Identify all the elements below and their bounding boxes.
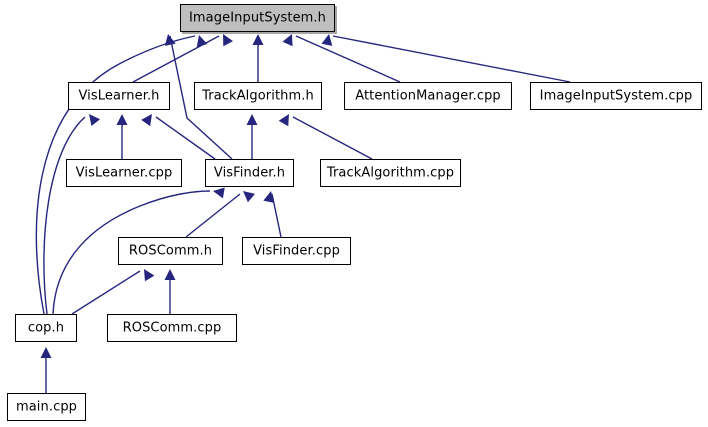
graph-node-label: VisLearner.cpp [75,165,173,180]
graph-node-trackalgorithm-cpp[interactable]: TrackAlgorithm.cpp [320,159,461,187]
dependency-edge [52,187,225,315]
dependency-edge [278,114,373,160]
dependency-edge [116,114,128,159]
graph-node-visfinder-cpp[interactable]: VisFinder.cpp [242,237,351,265]
graph-node-main-cpp[interactable]: main.cpp [7,393,86,421]
edge-arrowhead [116,114,128,125]
graph-node-label: VisFinder.cpp [253,243,340,258]
edge-arrowhead [252,34,264,45]
graph-node-label: ImageInputSystem.h [188,10,327,25]
edge-arrowhead [263,191,275,203]
graph-node-label: cop.h [27,320,65,335]
graph-node-attentionmanager-cpp[interactable]: AttentionManager.cpp [344,82,512,110]
dependency-edge [282,34,401,83]
graph-node-label: VisFinder.h [213,165,286,180]
graph-node-label: ROSComm.cpp [122,320,222,335]
dependency-edge [164,269,176,314]
graph-node-label: TrackAlgorithm.cpp [326,165,455,180]
graph-node-roscomm-h[interactable]: ROSComm.h [118,237,223,265]
graph-node-vislearner-cpp[interactable]: VisLearner.cpp [66,159,182,187]
dependency-edge [40,347,52,393]
edge-arrowhead [223,34,234,47]
edge-arrowhead [282,34,293,47]
dependency-edge [141,114,216,160]
graph-node-vislearner-h[interactable]: VisLearner.h [68,82,170,110]
dependency-edge [263,191,282,238]
edge-arrowhead [243,191,255,203]
graph-node-label: main.cpp [15,399,78,414]
edge-arrowhead [196,35,208,48]
graph-node-trackalgorithm-h[interactable]: TrackAlgorithm.h [194,82,322,110]
edge-arrowhead [144,269,155,282]
graph-node-label: TrackAlgorithm.h [202,88,314,103]
dependency-edge [185,191,255,238]
dependency-edge [321,34,571,83]
graph-node-label: VisLearner.h [78,88,160,103]
dependency-edge [43,114,101,315]
graph-node-imageinputsystem-cpp[interactable]: ImageInputSystem.cpp [530,82,702,110]
dependency-edge [246,114,258,159]
edge-arrowhead [321,34,333,46]
graph-node-label: AttentionManager.cpp [355,88,501,103]
edge-arrowhead [40,347,52,358]
edge-arrowhead [213,187,225,199]
graph-node-visfinder-h[interactable]: VisFinder.h [205,159,294,187]
graph-node-label: ImageInputSystem.cpp [539,88,693,103]
edge-arrowhead [278,114,289,127]
dependency-edge [71,269,155,315]
edge-arrowhead [246,114,258,125]
graph-node-label: ROSComm.h [128,243,213,258]
graph-node-cop-h[interactable]: cop.h [15,314,77,342]
dependency-edge [252,34,264,82]
edge-arrowhead [141,114,152,127]
edge-arrowhead [164,269,176,280]
graph-node-roscomm-cpp[interactable]: ROSComm.cpp [107,314,237,342]
edge-arrowhead [89,114,101,127]
graph-node-imageinputsystem-h[interactable]: ImageInputSystem.h [180,4,335,32]
